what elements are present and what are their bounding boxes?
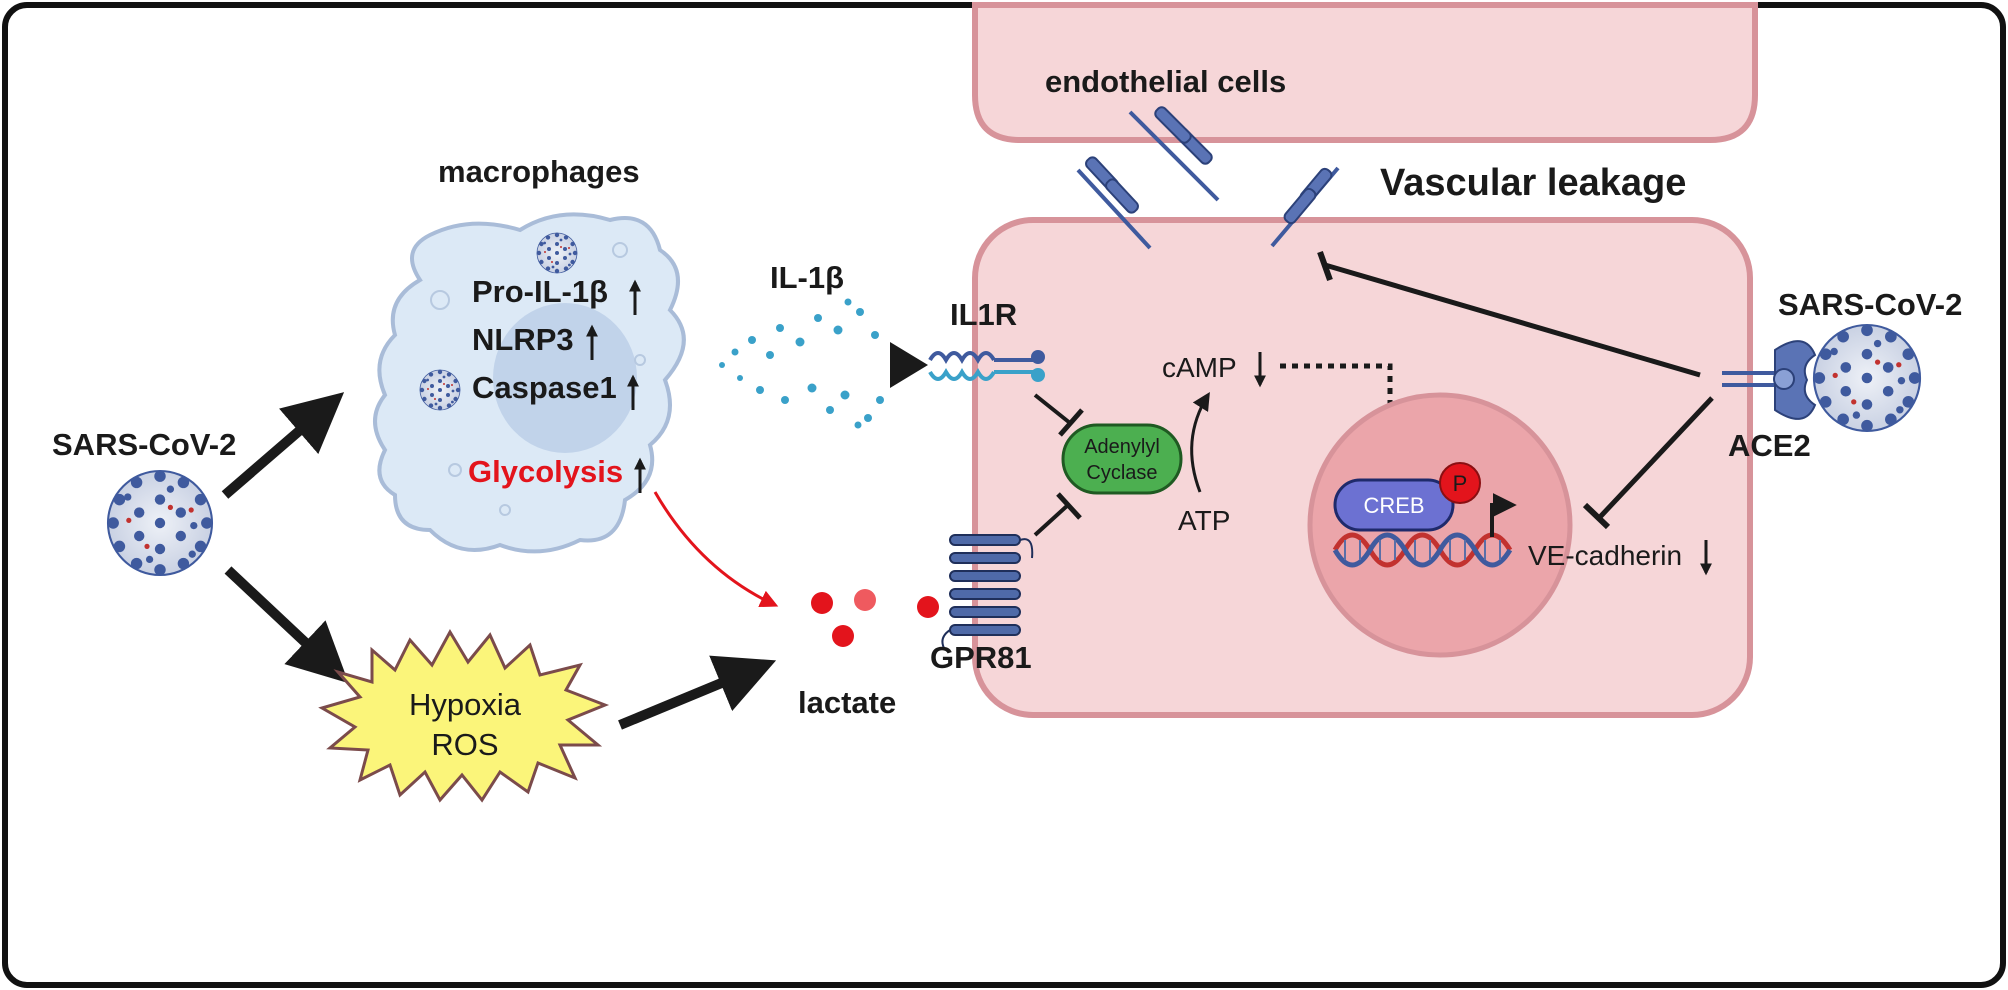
hypoxia-label: Hypoxia bbox=[409, 687, 522, 722]
macrophage-virus-1 bbox=[537, 233, 577, 273]
glycolysis-label: Glycolysis bbox=[468, 454, 623, 489]
il1r-receptor bbox=[928, 350, 1045, 382]
virus-left bbox=[107, 470, 212, 575]
dna-strand-red bbox=[1332, 532, 1513, 568]
virus-right bbox=[1813, 324, 1920, 431]
il1r-inhibition-line bbox=[1033, 393, 1072, 425]
il1r-label: IL1R bbox=[950, 297, 1017, 332]
ace2-inhibition-leakage-bar bbox=[1317, 250, 1333, 282]
phospho-group bbox=[1439, 462, 1481, 504]
ve-cadherin-label: VE-cadherin bbox=[1528, 540, 1682, 571]
ace2-inhibition-vecadherin-line bbox=[1598, 396, 1714, 519]
macrophage-virus-2 bbox=[420, 370, 460, 410]
caspase1-label: Caspase1 bbox=[472, 370, 617, 405]
vascular-leakage-label: Vascular leakage bbox=[1380, 162, 1686, 204]
sars-cov-2-right-label: SARS-CoV-2 bbox=[1778, 287, 1962, 322]
atp-label: ATP bbox=[1178, 505, 1230, 536]
macrophage-nucleus bbox=[493, 303, 637, 453]
atp-to-camp-arrow bbox=[1190, 391, 1210, 493]
lactate-molecules bbox=[811, 589, 939, 647]
endothelial-cells-label: endothelial cells bbox=[1045, 64, 1286, 99]
gpr81-tail bbox=[941, 538, 1034, 651]
gpr81-inhibition-bar bbox=[1056, 492, 1082, 520]
il1b-particles bbox=[719, 298, 884, 429]
transcription-start-arrow bbox=[1490, 493, 1517, 537]
camp-label: cAMP bbox=[1162, 352, 1237, 383]
phospho-label: P bbox=[1453, 471, 1468, 496]
ace2-receptor bbox=[1722, 340, 1817, 420]
hypoxia-to-lactate-arrow bbox=[618, 655, 777, 730]
glycolysis-to-lactate-arrow bbox=[653, 491, 779, 608]
upper-endothelial-cell bbox=[972, 2, 1758, 143]
macrophage-vesicles bbox=[430, 242, 646, 516]
cyclase-label: Cyclase bbox=[1086, 462, 1157, 484]
pro-il1b-label: Pro-IL-1β bbox=[472, 274, 608, 309]
ace2-label: ACE2 bbox=[1728, 428, 1811, 463]
il1b-arrowhead bbox=[890, 342, 928, 388]
junction-protein-beads bbox=[1085, 106, 1333, 225]
sars-cov-2-left-label: SARS-CoV-2 bbox=[52, 427, 236, 462]
macrophages-label: macrophages bbox=[438, 154, 640, 189]
lactate-label: lactate bbox=[798, 685, 896, 720]
dna-strand-blue bbox=[1332, 532, 1513, 568]
creb-label: CREB bbox=[1363, 493, 1424, 518]
virus-to-macrophage-arrow bbox=[221, 392, 345, 499]
hypoxia-ros-burst bbox=[318, 628, 610, 803]
nlrp3-label: NLRP3 bbox=[472, 322, 574, 357]
ace2-inhibition-leakage-line bbox=[1324, 262, 1701, 378]
virus-to-hypoxia-arrow bbox=[224, 566, 349, 684]
adenylyl-label: Adenylyl bbox=[1084, 436, 1160, 458]
gpr81-inhibition-line bbox=[1033, 503, 1070, 537]
ace2-inhibition-vecadherin-bar bbox=[1582, 502, 1611, 530]
dna-base-pairs bbox=[1344, 540, 1501, 560]
gpr81-receptor bbox=[949, 534, 1021, 636]
il1r-inhibition-bar bbox=[1058, 408, 1084, 437]
gpr81-label: GPR81 bbox=[930, 640, 1032, 675]
il1b-label: IL-1β bbox=[770, 260, 844, 295]
creb-protein bbox=[1333, 478, 1455, 532]
ros-label: ROS bbox=[431, 727, 498, 762]
adenylyl-cyclase bbox=[1061, 423, 1183, 495]
